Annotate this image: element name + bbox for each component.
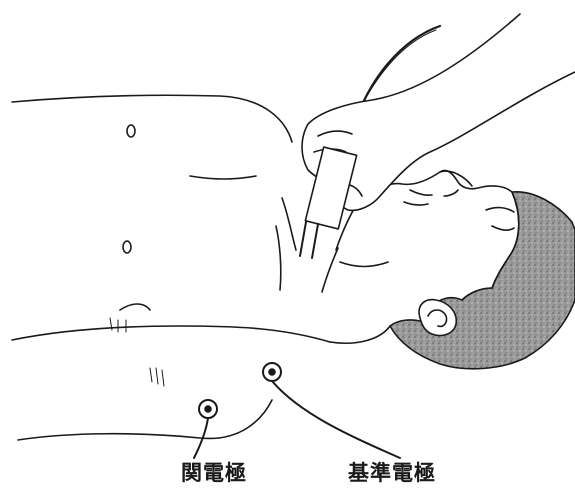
rib-hatch-2 (150, 368, 164, 386)
nostril (444, 190, 458, 196)
neck-front (322, 248, 338, 292)
nipple-left (127, 125, 135, 137)
neck-crease (340, 262, 388, 267)
hair (390, 192, 575, 369)
active-electrode-label: 関電極 (181, 460, 247, 486)
lips (404, 190, 432, 205)
active-electrode-center (205, 406, 211, 412)
neck-back (330, 326, 390, 343)
sternum-line (276, 226, 281, 290)
chest-line-2 (282, 198, 296, 250)
chest-contour (120, 304, 150, 310)
probe-tip-2 (312, 224, 318, 258)
torso-lower (18, 400, 272, 440)
eyebrow (486, 208, 514, 212)
probe-tip-1 (300, 222, 306, 256)
shoulder-top (12, 95, 292, 142)
reference-electrode-label: 基準電極 (348, 460, 436, 486)
rib-hatch (110, 318, 126, 332)
reference-electrode-center (269, 369, 275, 375)
closed-eye (492, 226, 514, 230)
chest-line-1 (190, 176, 256, 179)
nipple-right (123, 241, 131, 253)
torso-side (12, 326, 330, 342)
reference-electrode-lead (272, 381, 400, 458)
